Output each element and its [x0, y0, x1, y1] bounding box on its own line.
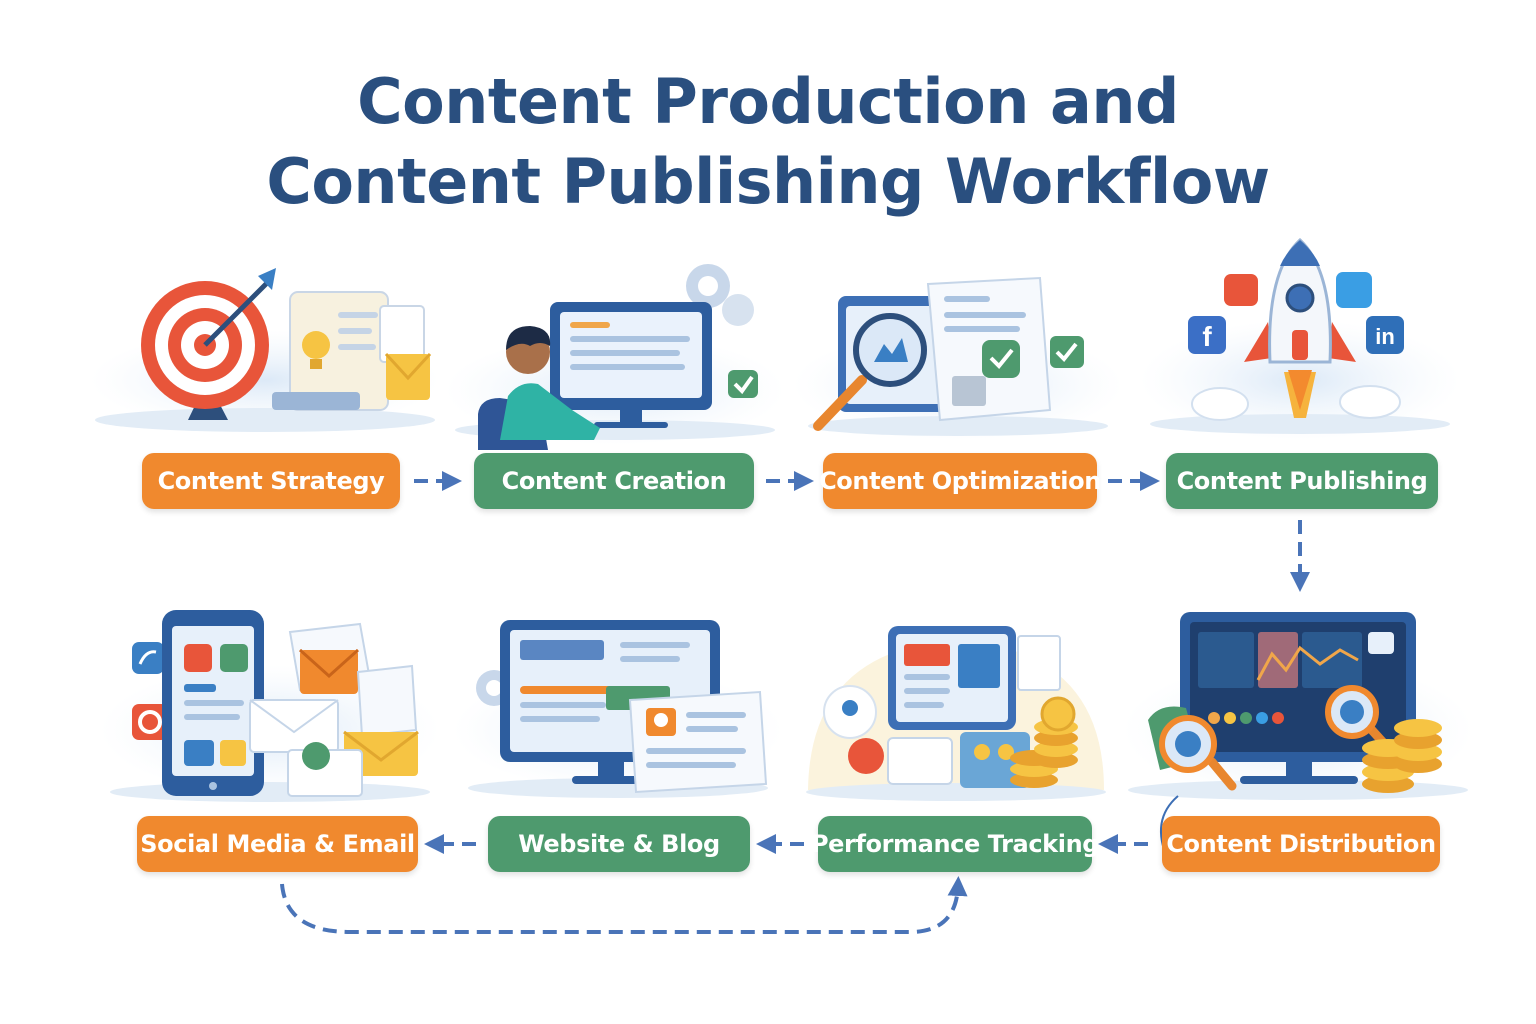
svg-text:in: in [1375, 324, 1395, 349]
website-monitor-icon [453, 620, 783, 798]
svg-text:f: f [1202, 321, 1212, 352]
person-at-computer-icon [445, 264, 785, 450]
step-content-creation[interactable]: Content Creation [474, 453, 754, 509]
step-social-media-email[interactable]: Social Media & Email [137, 816, 418, 872]
target-strategy-icon [90, 268, 440, 432]
step-content-distribution[interactable]: Content Distribution [1162, 816, 1440, 872]
diagram-title: Content Production and Content Publishin… [0, 62, 1536, 222]
connector-social-to-tracking [280, 876, 968, 934]
phone-envelopes-icon [100, 610, 440, 802]
step-content-strategy[interactable]: Content Strategy [142, 453, 400, 509]
dashboard-coins-icon [806, 626, 1106, 801]
title-line-1: Content Production and [357, 65, 1179, 138]
analytics-monitor-coins-icon [1123, 612, 1473, 861]
step-content-publishing[interactable]: Content Publishing [1166, 453, 1438, 509]
rocket-social-icon: f in [1140, 237, 1460, 440]
title-line-2: Content Publishing Workflow [266, 145, 1270, 218]
step-website-blog[interactable]: Website & Blog [488, 816, 750, 872]
flow-connectors [280, 471, 1310, 934]
magnifier-document-icon [793, 276, 1123, 440]
step-performance-tracking[interactable]: Performance Tracking [811, 816, 1099, 872]
step-content-optimization[interactable]: Content Optimization [819, 453, 1101, 509]
